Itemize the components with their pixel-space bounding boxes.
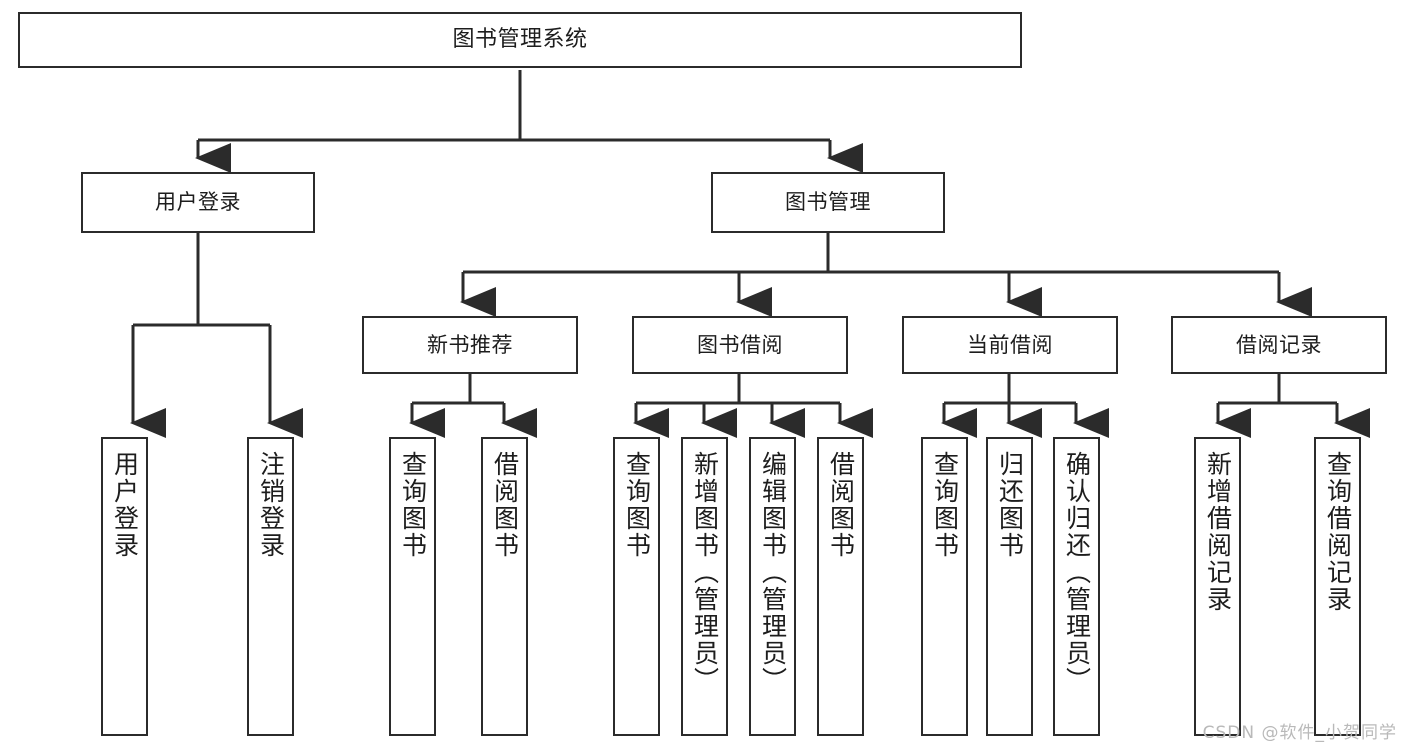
node-label: 注销登录	[256, 451, 286, 559]
leaf-borrow-book-recommend[interactable]: 借阅图书	[481, 437, 528, 736]
csdn-watermark: CSDN @软件_小贺同学	[1202, 723, 1397, 743]
leaf-query-book-recommend[interactable]: 查询图书	[389, 437, 436, 736]
leaf-borrow-book[interactable]: 借阅图书	[817, 437, 864, 736]
leaf-return-book[interactable]: 归还图书	[986, 437, 1033, 736]
node-label: 新书推荐	[427, 332, 513, 357]
leaf-query-book-borrow[interactable]: 查询图书	[613, 437, 660, 736]
node-label: 查询图书	[622, 451, 652, 559]
node-book-borrow[interactable]: 图书借阅	[632, 316, 848, 374]
node-borrow-record[interactable]: 借阅记录	[1171, 316, 1387, 374]
node-book-management[interactable]: 图书管理	[711, 172, 945, 233]
leaf-add-borrow-record[interactable]: 新增借阅记录	[1194, 437, 1241, 736]
node-label: 新增图书（管理员）	[690, 451, 720, 694]
leaf-query-borrow-record[interactable]: 查询借阅记录	[1314, 437, 1361, 736]
leaf-add-book[interactable]: 新增图书（管理员）	[681, 437, 728, 736]
node-root-system[interactable]: 图书管理系统	[18, 12, 1022, 68]
node-label: 当前借阅	[967, 332, 1053, 357]
node-label: 编辑图书（管理员）	[758, 451, 788, 694]
node-label: 图书管理系统	[452, 27, 588, 53]
node-label: 查询图书	[398, 451, 428, 559]
leaf-user-login[interactable]: 用户登录	[101, 437, 148, 736]
node-new-book-recommend[interactable]: 新书推荐	[362, 316, 578, 374]
leaf-user-logout[interactable]: 注销登录	[247, 437, 294, 736]
node-label: 用户登录	[155, 190, 241, 215]
node-label: 借阅记录	[1236, 332, 1322, 357]
node-label: 图书借阅	[697, 332, 783, 357]
leaf-confirm-return[interactable]: 确认归还（管理员）	[1053, 437, 1100, 736]
node-label: 借阅图书	[490, 451, 520, 559]
node-label: 用户登录	[110, 451, 140, 559]
node-label: 归还图书	[995, 451, 1025, 559]
leaf-query-book-current[interactable]: 查询图书	[921, 437, 968, 736]
node-current-borrow[interactable]: 当前借阅	[902, 316, 1118, 374]
node-label: 查询图书	[930, 451, 960, 559]
leaf-edit-book[interactable]: 编辑图书（管理员）	[749, 437, 796, 736]
node-label: 新增借阅记录	[1203, 451, 1233, 613]
node-label: 查询借阅记录	[1323, 451, 1353, 613]
node-label: 确认归还（管理员）	[1062, 451, 1092, 694]
node-label: 图书管理	[785, 190, 871, 215]
node-label: 借阅图书	[826, 451, 856, 559]
node-user-login[interactable]: 用户登录	[81, 172, 315, 233]
